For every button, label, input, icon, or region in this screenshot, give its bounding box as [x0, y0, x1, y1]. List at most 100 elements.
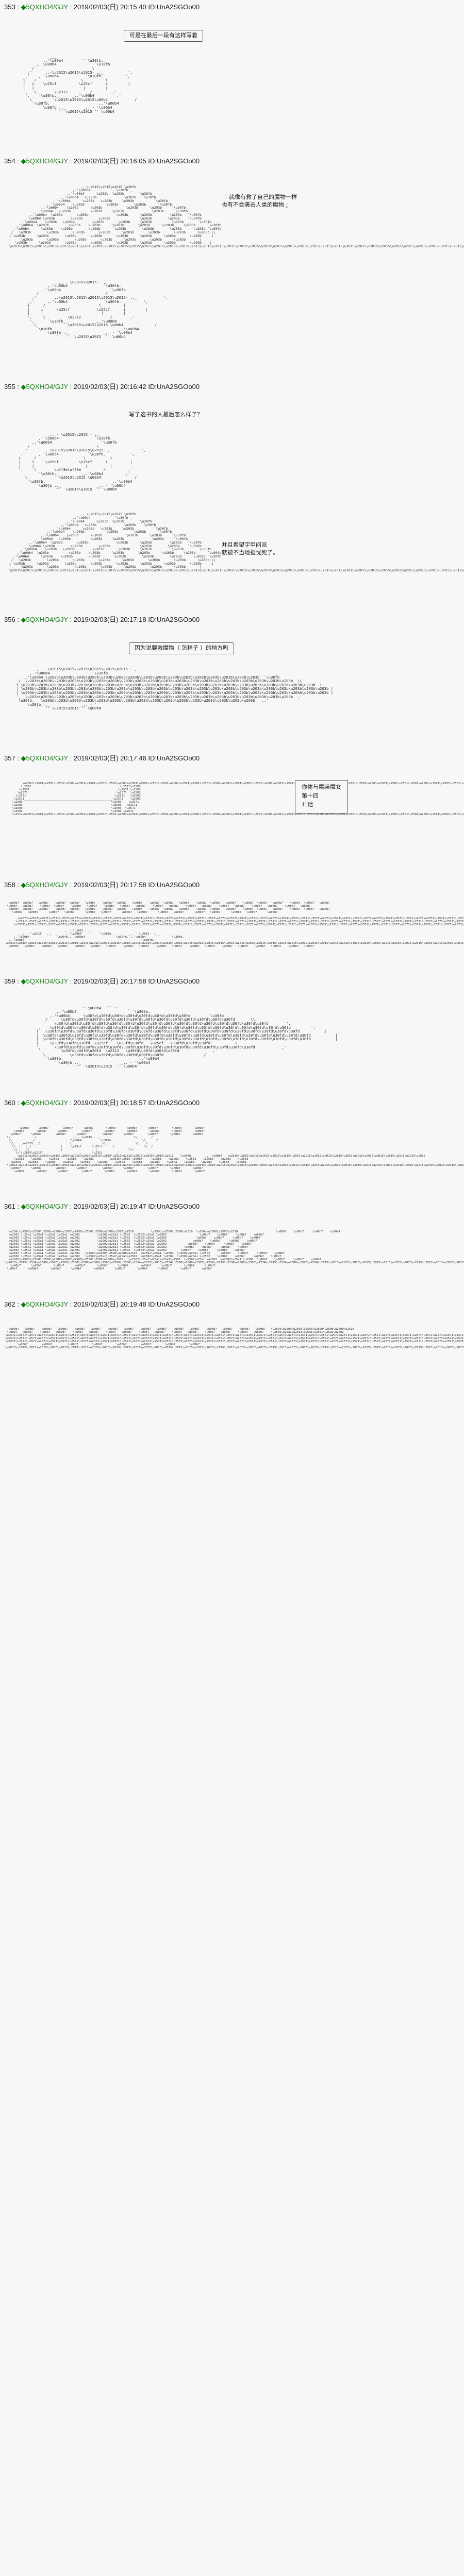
post-author-name[interactable]: 5QXHO4/GJY [26, 1202, 68, 1211]
post-separator: : [15, 382, 21, 391]
post-date: 2019/02/03(日) 20:18:57 [73, 1099, 146, 1107]
post-author-name[interactable]: 5QXHO4/GJY [26, 977, 68, 986]
speech-bubble: 因为说要救魔物（ 怎样子 ）的地方吗 [129, 642, 235, 655]
post-number: 354 [4, 157, 15, 165]
ascii-art-face-3: _,. - \u2015\u2015 - ,._ ,.'\u00b4 `\u30… [18, 432, 146, 492]
post-separator: : [15, 754, 21, 762]
post-id: ID:UnA2SGOo00 [148, 1202, 200, 1211]
post-date: 2019/02/03(日) 20:15:40 [73, 3, 146, 11]
post-header: 359 : ◆5QXHO4/GJY : 2019/02/03(日) 20:17:… [0, 974, 464, 989]
post-date: 2019/02/03(日) 20:17:58 [73, 881, 146, 889]
speech-bubble-wrap: 『 就像有救了自己的魔物一样 也有不会袭击人类的魔物 』 [222, 190, 464, 213]
post-author-name[interactable]: 5QXHO4/GJY [26, 3, 68, 11]
post-author-name[interactable]: 5QXHO4/GJY [26, 881, 68, 889]
post-header: 355 : ◆5QXHO4/GJY : 2019/02/03(日) 20:16:… [0, 380, 464, 394]
post-356: 356 : ◆5QXHO4/GJY : 2019/02/03(日) 20:17:… [0, 613, 464, 751]
trip-diamond-icon: ◆ [21, 616, 26, 624]
speech-bubble-wrap-2: 并且希望宇甲问派 就被不当地担忧死了。 [222, 537, 459, 561]
post-separator-2: : [68, 881, 74, 889]
trip-diamond-icon: ◆ [21, 754, 26, 762]
post-date: 2019/02/03(日) 20:19:47 [73, 1202, 146, 1211]
post-author-name[interactable]: 5QXHO4/GJY [26, 1300, 68, 1308]
post-header: 360 : ◆5QXHO4/GJY : 2019/02/03(日) 20:18:… [0, 1096, 464, 1110]
post-separator: : [15, 881, 21, 889]
post-361: 361 : ◆5QXHO4/GJY : 2019/02/03(日) 20:19:… [0, 1199, 464, 1297]
post-id: ID:UnA2SGOo00 [148, 1099, 200, 1107]
post-author-name[interactable]: 5QXHO4/GJY [26, 616, 68, 624]
post-author-name[interactable]: 5QXHO4/GJY [26, 382, 68, 391]
post-header: 361 : ◆5QXHO4/GJY : 2019/02/03(日) 20:19:… [0, 1199, 464, 1214]
post-number: 356 [4, 616, 15, 624]
post-separator-2: : [68, 3, 74, 11]
post-number: 362 [4, 1300, 15, 1308]
post-353: 353 : ◆5QXHO4/GJY : 2019/02/03(日) 20:15:… [0, 0, 464, 154]
trip-diamond-icon: ◆ [21, 977, 26, 986]
post-separator: : [15, 1300, 21, 1308]
post-author-name[interactable]: 5QXHO4/GJY [26, 157, 68, 165]
post-359: 359 : ◆5QXHO4/GJY : 2019/02/03(日) 20:17:… [0, 974, 464, 1096]
trip-diamond-icon: ◆ [21, 1300, 26, 1308]
post-separator: : [15, 616, 21, 624]
post-separator-2: : [68, 616, 74, 624]
post-separator-2: : [68, 1300, 74, 1308]
post-id: ID:UnA2SGOo00 [148, 1300, 200, 1308]
post-separator: : [15, 3, 21, 11]
post-separator-2: : [68, 157, 74, 165]
post-date: 2019/02/03(日) 20:17:58 [73, 977, 146, 986]
post-number: 360 [4, 1099, 15, 1107]
speech-bubble-wrap: 因为说要救魔物（ 怎样子 ）的地方吗 [129, 639, 464, 657]
post-header: 354 : ◆5QXHO4/GJY : 2019/02/03(日) 20:16:… [0, 154, 464, 168]
post-id: ID:UnA2SGOo00 [148, 616, 200, 624]
trip-diamond-icon: ◆ [21, 157, 26, 165]
post-id: ID:UnA2SGOo00 [148, 977, 200, 986]
post-id: ID:UnA2SGOo00 [148, 881, 200, 889]
post-separator-2: : [68, 382, 74, 391]
post-separator-2: : [68, 754, 74, 762]
ascii-art-head: ,. - \u2015\u2015\u2015\u2015\u2015\u201… [16, 667, 334, 711]
post-date: 2019/02/03(日) 20:16:42 [73, 382, 146, 391]
post-author-name[interactable]: 5QXHO4/GJY [26, 1099, 68, 1107]
title-line-3: 11话 [302, 802, 313, 808]
post-358: 358 : ◆5QXHO4/GJY : 2019/02/03(日) 20:17:… [0, 878, 464, 974]
ascii-art-town: \u250c\u2500\u2500\u2500\u2500\u2500\u25… [5, 1230, 464, 1271]
trip-diamond-icon: ◆ [21, 382, 26, 391]
post-number: 358 [4, 881, 15, 889]
post-date: 2019/02/03(日) 20:19:48 [73, 1300, 146, 1308]
post-header: 362 : ◆5QXHO4/GJY : 2019/02/03(日) 20:19:… [0, 1297, 464, 1312]
post-header: 356 : ◆5QXHO4/GJY : 2019/02/03(日) 20:17:… [0, 613, 464, 627]
speech-bubble-wrap: 可是在最后一段有这样写着 [124, 27, 464, 45]
ascii-art-landscape: \u00b7 \u00b7 \u00b7 \u00b7 \u00b7 \u00b… [5, 901, 464, 948]
post-number: 353 [4, 3, 15, 11]
post-id: ID:UnA2SGOo00 [148, 157, 200, 165]
post-number: 357 [4, 754, 15, 762]
post-separator: : [15, 1099, 21, 1107]
post-id: ID:UnA2SGOo00 [148, 382, 200, 391]
post-author-name[interactable]: 5QXHO4/GJY [26, 754, 68, 762]
episode-title-box: 你体与魔装魔女 第十四 11话 [295, 780, 348, 814]
post-355: 355 : ◆5QXHO4/GJY : 2019/02/03(日) 20:16:… [0, 380, 464, 613]
post-date: 2019/02/03(日) 20:17:18 [73, 616, 146, 624]
post-date: 2019/02/03(日) 20:17:46 [73, 754, 146, 762]
post-separator-2: : [68, 977, 74, 986]
ascii-art-mountain: ,. \u2015\u2015\u2015 \u30fb , ,.'\u00b4… [9, 184, 464, 249]
title-line-2: 第十四 [302, 793, 319, 800]
post-360: 360 : ◆5QXHO4/GJY : 2019/02/03(日) 20:18:… [0, 1096, 464, 1199]
speech-bubble: 『 就像有救了自己的魔物一样 也有不会袭击人类的魔物 』 [222, 194, 297, 208]
ascii-art-portrait: _,. - '' \u00b4 ~ `` '' - ,._ ,.'\u00b4 … [36, 1005, 338, 1069]
ascii-art-mountain-2: ,. \u2015\u2015\u2015 \u30fb , ,.'\u00b4… [9, 512, 464, 573]
title-line-1: 你体与魔装魔女 [302, 784, 341, 791]
post-separator-2: : [68, 1099, 74, 1107]
post-362: 362 : ◆5QXHO4/GJY : 2019/02/03(日) 20:19:… [0, 1297, 464, 1376]
speech-bubble: 写了这书的人最后怎么样了？ [129, 411, 203, 418]
ascii-art-face-2: _,. - \u2015\u2015 - ,._ ,.'\u00b4 `\u30… [27, 279, 168, 339]
post-number: 355 [4, 382, 15, 391]
post-number: 361 [4, 1202, 15, 1211]
ascii-art-crowd-scene: \u00b7 \u00b7 \u00b7 \u00b7 \u00b7 \u00b… [7, 1126, 464, 1173]
trip-diamond-icon: ◆ [21, 881, 26, 889]
post-id: ID:UnA2SGOo00 [148, 754, 200, 762]
post-header: 358 : ◆5QXHO4/GJY : 2019/02/03(日) 20:17:… [0, 878, 464, 892]
post-header: 353 : ◆5QXHO4/GJY : 2019/02/03(日) 20:15:… [0, 0, 464, 14]
post-354: 354 : ◆5QXHO4/GJY : 2019/02/03(日) 20:16:… [0, 154, 464, 379]
post-header: 357 : ◆5QXHO4/GJY : 2019/02/03(日) 20:17:… [0, 751, 464, 766]
